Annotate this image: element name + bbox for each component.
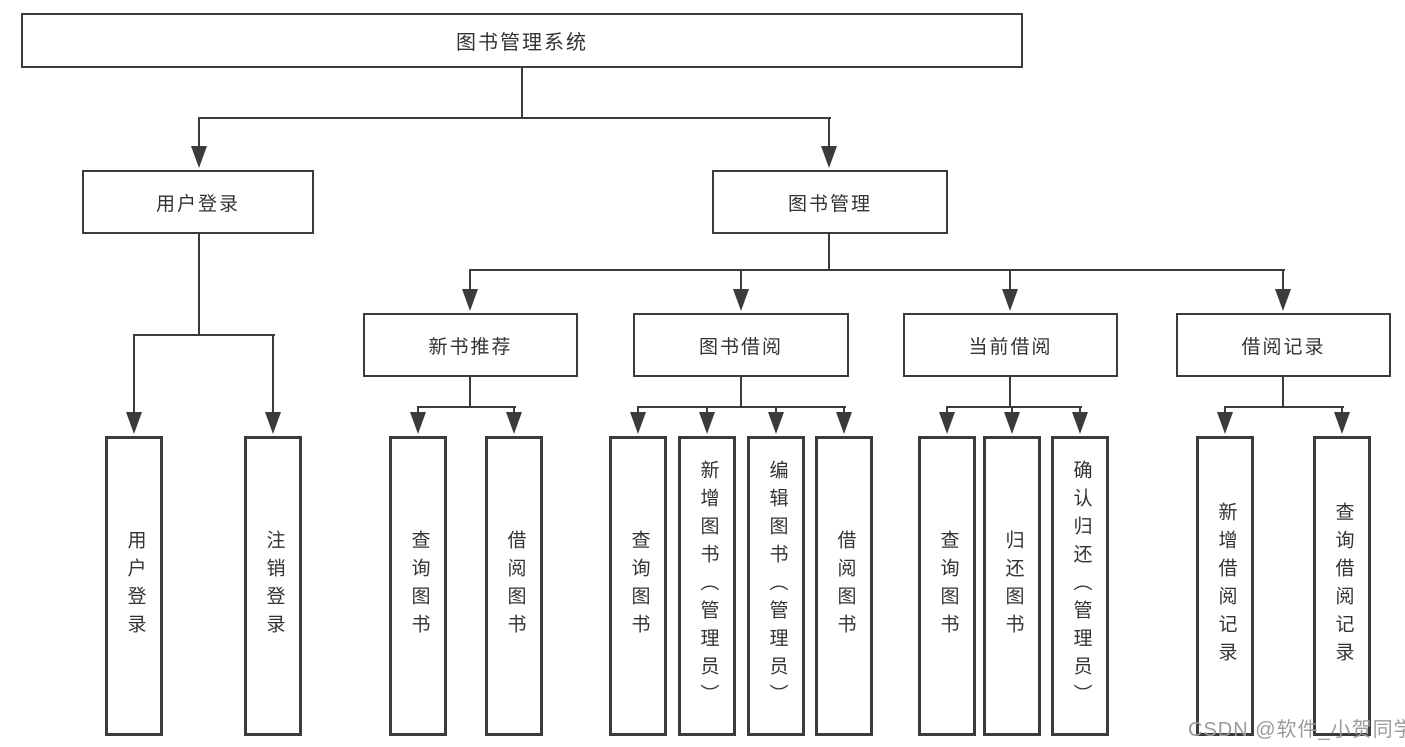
arrowhead-down (836, 412, 852, 434)
connector-arm (1341, 406, 1343, 414)
connector-level3-bar (469, 269, 1285, 271)
connector-arm-new-book-rec (469, 269, 471, 293)
connector-user-login-bar (133, 334, 275, 336)
node-leaf-query-borrow-record: 查询借阅记录 (1313, 436, 1371, 736)
connector-arm (513, 406, 515, 414)
connector-arm-borrow-records (1282, 269, 1284, 293)
node-leaf-borrow-book-1: 借阅图书 (485, 436, 543, 736)
arrowhead-down (1004, 412, 1020, 434)
arrowhead-down (1072, 412, 1088, 434)
connector-records-bar (1224, 406, 1344, 408)
arrowhead-down (699, 412, 715, 434)
arrowhead-down (1002, 289, 1018, 311)
connector-arm (1224, 406, 1226, 414)
connector-arm (946, 406, 948, 414)
node-user-login: 用户登录 (82, 170, 314, 234)
node-book-borrow: 图书借阅 (633, 313, 849, 377)
arrowhead-down (462, 289, 478, 311)
node-leaf-query-book-2: 查询图书 (609, 436, 667, 736)
connector-book-mgmt-trunk (828, 233, 830, 271)
connector-arm-leaf-logout (272, 334, 274, 414)
connector-user-login-trunk (198, 233, 200, 335)
node-leaf-add-borrow-record: 新增借阅记录 (1196, 436, 1254, 736)
node-current-borrow: 当前借阅 (903, 313, 1118, 377)
arrowhead-down (265, 412, 281, 434)
arrowhead-down (1275, 289, 1291, 311)
node-leaf-confirm-return-admin: 确认归还（管理员） (1051, 436, 1109, 736)
arrowhead-down (506, 412, 522, 434)
node-leaf-query-book-3: 查询图书 (918, 436, 976, 736)
connector-arm-book-mgmt (828, 117, 830, 148)
connector-current-trunk (1009, 375, 1011, 408)
arrowhead-down (1217, 412, 1233, 434)
arrowhead-down (410, 412, 426, 434)
node-leaf-logout: 注销登录 (244, 436, 302, 736)
node-leaf-add-book-admin: 新增图书（管理员） (678, 436, 736, 736)
arrowhead-down (630, 412, 646, 434)
node-borrow-records: 借阅记录 (1176, 313, 1391, 377)
node-leaf-user-login: 用户登录 (105, 436, 163, 736)
connector-current-bar (946, 406, 1082, 408)
connector-arm-book-borrow (740, 269, 742, 293)
arrowhead-down (939, 412, 955, 434)
connector-arm (1011, 406, 1013, 414)
arrowhead-down (768, 412, 784, 434)
csdn-watermark: CSDN @软件_小贺同学 (1188, 719, 1405, 741)
connector-level2-bar (198, 117, 831, 119)
connector-borrow-bar (637, 406, 846, 408)
connector-arm-current-borrow (1009, 269, 1011, 293)
connector-arm-leaf-user-login (133, 334, 135, 414)
connector-records-trunk (1282, 375, 1284, 408)
connector-rec-bar (417, 406, 516, 408)
arrowhead-down (733, 289, 749, 311)
connector-rec-trunk (469, 375, 471, 408)
connector-arm (1079, 406, 1081, 414)
node-leaf-query-book-1: 查询图书 (389, 436, 447, 736)
connector-arm (417, 406, 419, 414)
node-leaf-borrow-book-2: 借阅图书 (815, 436, 873, 736)
connector-arm (843, 406, 845, 414)
connector-borrow-trunk (740, 375, 742, 408)
arrowhead-down (191, 146, 207, 168)
connector-root-trunk (521, 67, 523, 118)
node-leaf-return-book: 归还图书 (983, 436, 1041, 736)
connector-arm (706, 406, 708, 414)
connector-arm (775, 406, 777, 414)
connector-arm-user-login (198, 117, 200, 148)
arrowhead-down (1334, 412, 1350, 434)
node-new-book-rec: 新书推荐 (363, 313, 578, 377)
arrowhead-down (126, 412, 142, 434)
node-book-mgmt: 图书管理 (712, 170, 948, 234)
arrowhead-down (821, 146, 837, 168)
connector-arm (637, 406, 639, 414)
node-root-system: 图书管理系统 (21, 13, 1023, 68)
node-leaf-edit-book-admin: 编辑图书（管理员） (747, 436, 805, 736)
